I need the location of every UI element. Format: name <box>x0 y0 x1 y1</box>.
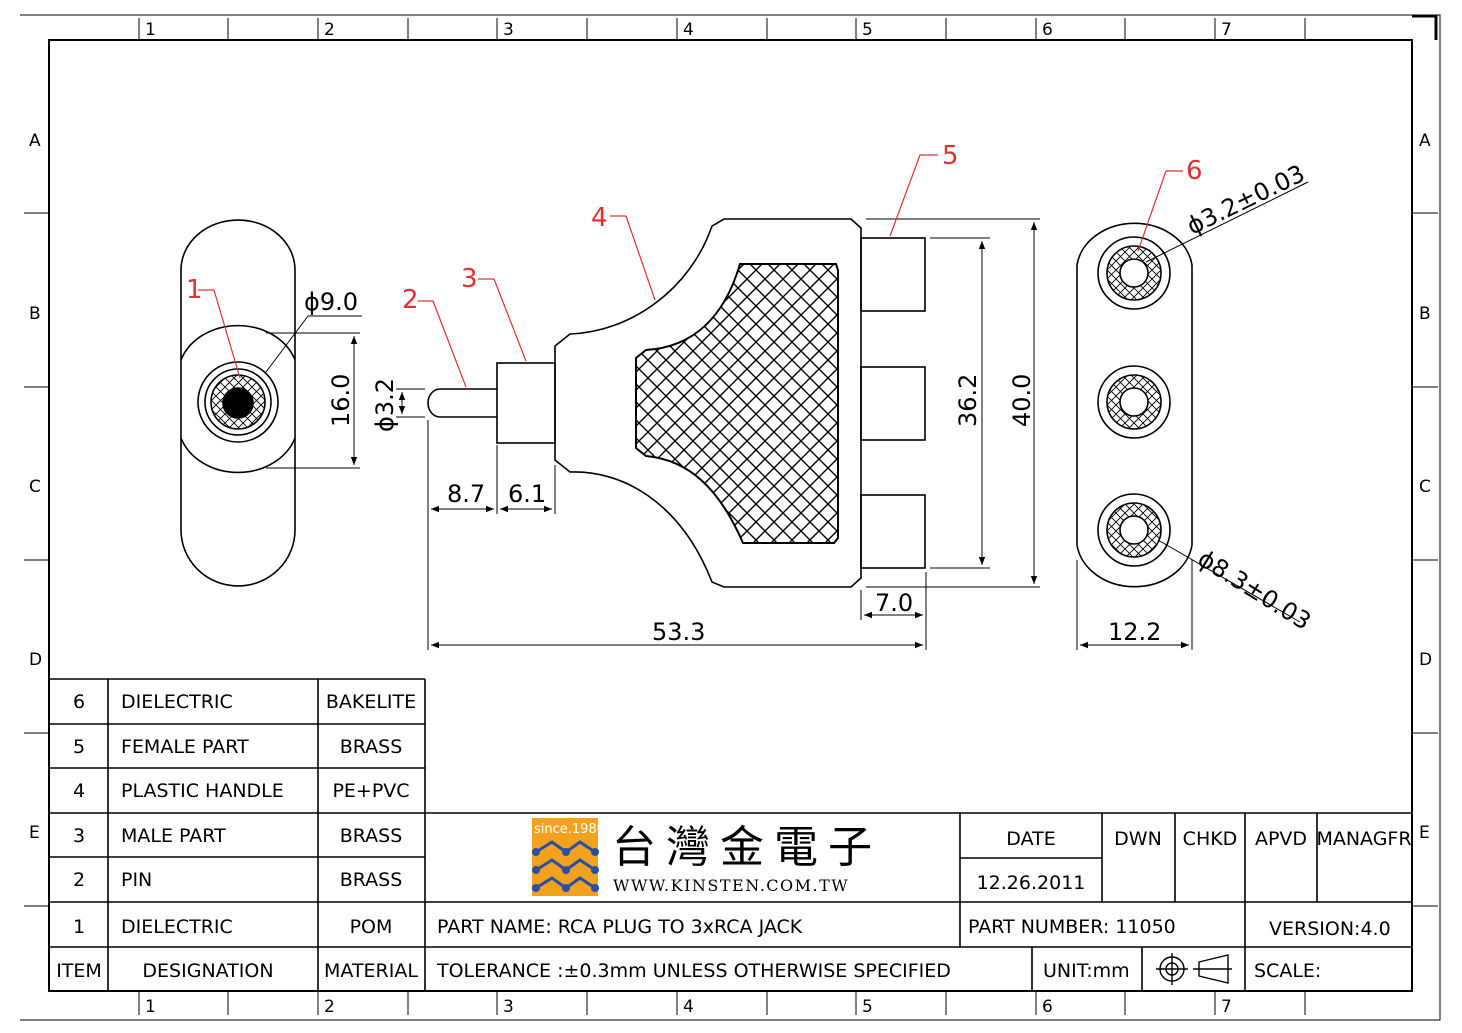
bom-item: 3 <box>73 825 85 847</box>
bom-header-material: MATERIAL <box>324 960 418 982</box>
jack-end-dimensions <box>1076 181 1309 650</box>
company-url: WWW.KINSTEN.COM.TW <box>613 876 849 895</box>
scale-label: SCALE: <box>1254 960 1321 982</box>
col-label-2-bottom: 2 <box>324 997 335 1017</box>
company-logo: since.1980 <box>532 818 605 896</box>
dim-text-362: 36.2 <box>954 374 982 427</box>
bom-material: BAKELITE <box>326 691 416 713</box>
part-number: PART NUMBER: 11050 <box>968 916 1176 938</box>
bom-item: 5 <box>73 736 85 758</box>
callout-1 <box>198 289 241 379</box>
bom-header-item: ITEM <box>56 960 102 982</box>
dim-text-533: 53.3 <box>652 618 705 646</box>
bom-material: POM <box>350 916 393 938</box>
bom-designation: DIELECTRIC <box>121 916 233 938</box>
bom-designation: PLASTIC HANDLE <box>121 780 284 802</box>
bom-material: BRASS <box>340 736 403 758</box>
bom-item: 6 <box>73 691 85 713</box>
dim-text-87: 8.7 <box>447 480 485 508</box>
callout-label-1: 1 <box>186 275 203 305</box>
row-label-c: C <box>29 477 41 497</box>
bom-material: PE+PVC <box>332 780 409 802</box>
dim-text-61: 6.1 <box>508 480 546 508</box>
callout-label-3: 3 <box>461 264 478 294</box>
col-label-5-bottom: 5 <box>862 997 873 1017</box>
col-label-4: 4 <box>683 20 694 40</box>
row-label-d: D <box>29 650 42 670</box>
dim-text-400: 40.0 <box>1008 374 1036 427</box>
row-label-e-right: E <box>1419 823 1430 843</box>
callouts-side <box>418 154 938 388</box>
bom-item: 4 <box>73 780 85 802</box>
col-label-7: 7 <box>1221 20 1232 40</box>
dim-text-70: 7.0 <box>875 589 913 617</box>
callout-6-line <box>1137 170 1183 252</box>
bom-designation: PIN <box>121 869 152 891</box>
dwn-label: DWN <box>1114 828 1162 850</box>
dim-dia9 <box>265 315 362 469</box>
col-label-2: 2 <box>324 20 335 40</box>
col-label-3: 3 <box>503 20 514 40</box>
unit-label: UNIT:mm <box>1043 960 1130 982</box>
col-label-7-bottom: 7 <box>1221 997 1232 1017</box>
title-block <box>425 812 1412 991</box>
row-label-b-right: B <box>1419 304 1431 324</box>
dim-text-16: 16.0 <box>327 374 355 427</box>
callout-label-6: 6 <box>1186 156 1203 186</box>
dim-text-dia9: ϕ9.0 <box>304 288 358 316</box>
bom-header-designation: DESIGNATION <box>142 960 273 982</box>
col-label-1-bottom: 1 <box>145 997 156 1017</box>
date-value: 12.26.2011 <box>977 872 1086 894</box>
company-name-chinese: 台灣金電子 <box>612 822 882 873</box>
row-label-e: E <box>29 823 40 843</box>
callout-label-4: 4 <box>591 203 608 233</box>
plug-end-view <box>180 219 296 587</box>
side-view-dimensions <box>396 218 1040 650</box>
bom-item: 2 <box>73 869 85 891</box>
bom-rows: 6 DIELECTRIC BAKELITE 5 FEMALE PART BRAS… <box>56 691 418 982</box>
callout-label-5: 5 <box>942 141 959 171</box>
chkd-label: CHKD <box>1183 828 1238 850</box>
col-label-5: 5 <box>862 20 873 40</box>
col-label-3-bottom: 3 <box>503 997 514 1017</box>
sheet-frame <box>20 14 1441 1021</box>
row-label-c-right: C <box>1419 477 1431 497</box>
callout-label-2: 2 <box>402 285 419 315</box>
tolerance-note: TOLERANCE :±0.3mm UNLESS OTHERWISE SPECI… <box>436 960 951 982</box>
col-label-6-bottom: 6 <box>1042 997 1053 1017</box>
bom-material: BRASS <box>340 869 403 891</box>
managfr-label: MANAGFR <box>1316 828 1411 850</box>
bom-item: 1 <box>73 916 85 938</box>
bom-designation: MALE PART <box>121 825 226 847</box>
apvd-label: APVD <box>1255 828 1307 850</box>
row-label-a: A <box>29 131 41 151</box>
dim-text-dia32: ϕ3.2 <box>371 378 399 432</box>
date-label: DATE <box>1006 828 1055 850</box>
dim-text-122: 12.2 <box>1108 618 1161 646</box>
col-label-1: 1 <box>145 20 156 40</box>
projection-symbol-icon <box>1156 953 1232 985</box>
col-label-6: 6 <box>1042 20 1053 40</box>
bom-designation: DIELECTRIC <box>121 691 233 713</box>
logo-since: since.1980 <box>534 822 605 837</box>
part-name: PART NAME: RCA PLUG TO 3xRCA JACK <box>437 916 803 938</box>
bom-table <box>49 678 1412 991</box>
dim-text-dia83-tol: ϕ8.3±0.03 <box>1193 544 1316 635</box>
row-label-b: B <box>29 304 41 324</box>
col-label-4-bottom: 4 <box>683 997 694 1017</box>
version: VERSION:4.0 <box>1269 918 1391 940</box>
row-label-d-right: D <box>1419 650 1432 670</box>
bom-designation: FEMALE PART <box>121 736 249 758</box>
row-label-a-right: A <box>1419 131 1431 151</box>
jack-end-view <box>1076 222 1193 588</box>
plug-side-view <box>427 218 926 588</box>
bom-material: BRASS <box>340 825 403 847</box>
